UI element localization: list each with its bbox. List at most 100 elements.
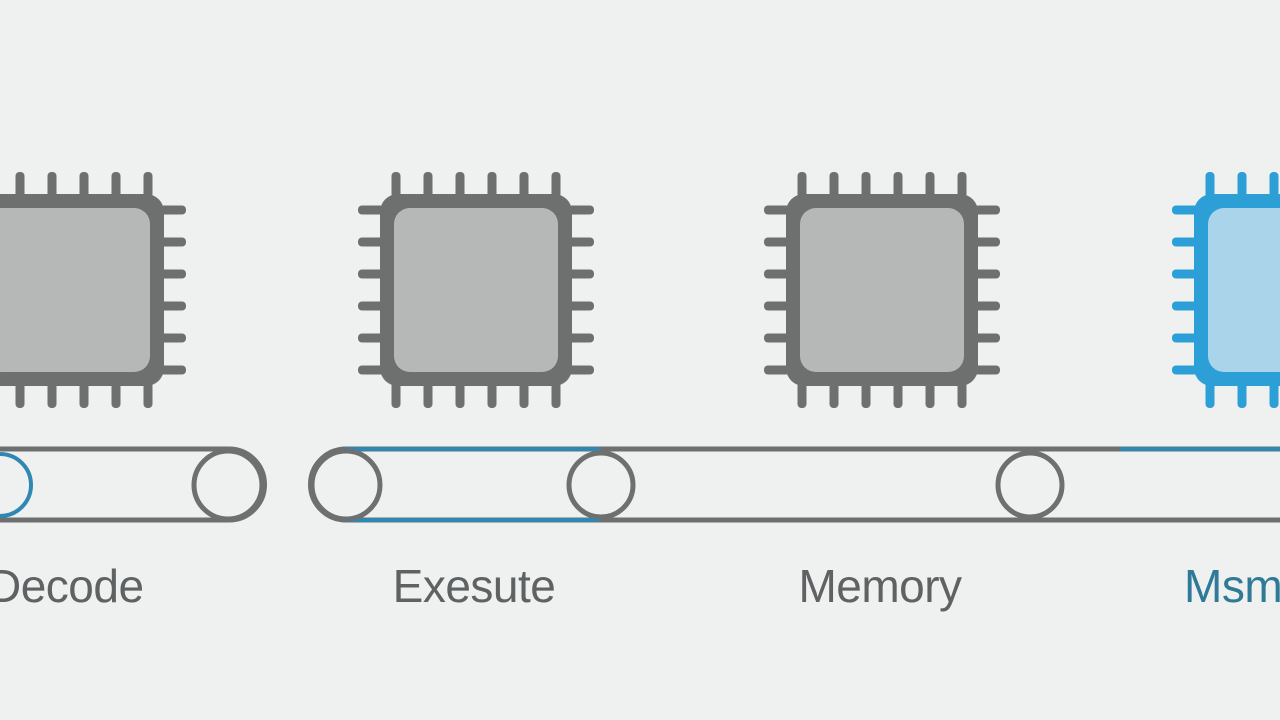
chip-pin	[111, 172, 121, 198]
chip-pin	[1172, 269, 1198, 279]
chip-core	[394, 208, 558, 372]
chip-pin	[47, 382, 57, 408]
chip-pin	[861, 172, 871, 198]
chip-pin	[925, 172, 935, 198]
chip-pin	[893, 382, 903, 408]
chip-pin	[358, 301, 384, 311]
chip-pin	[358, 333, 384, 343]
chip-pin	[893, 172, 903, 198]
chip-core	[800, 208, 964, 372]
chip-pin	[974, 365, 1000, 375]
chip-pin	[519, 382, 529, 408]
conveyor-track-left	[0, 446, 267, 523]
chip-pin	[487, 172, 497, 198]
track-belt	[308, 446, 1280, 523]
chip-pin	[79, 382, 89, 408]
chip-pin	[957, 382, 967, 408]
chip-pin	[423, 172, 433, 198]
chip-pin	[568, 205, 594, 215]
chip-icon-memory	[764, 172, 1000, 408]
chip-pin	[974, 269, 1000, 279]
chip-pin	[974, 301, 1000, 311]
chip-pin	[1237, 382, 1247, 408]
chip-pin	[455, 172, 465, 198]
chip-pin	[829, 382, 839, 408]
chip-pin	[925, 382, 935, 408]
chip-pin	[358, 205, 384, 215]
chip-pin	[160, 301, 186, 311]
chip-pin	[1172, 365, 1198, 375]
chip-pin	[568, 269, 594, 279]
chip-pin	[1172, 301, 1198, 311]
chip-pin	[1237, 172, 1247, 198]
stage-label-decode: Decode	[0, 560, 144, 612]
chip-pin	[47, 172, 57, 198]
chip-pin	[358, 365, 384, 375]
chip-icon-msm	[1172, 172, 1280, 408]
chip-pin	[568, 333, 594, 343]
stage-label-msm: Msm	[1184, 560, 1280, 612]
chip-pin	[764, 205, 790, 215]
chip-pin	[487, 382, 497, 408]
chip-pin	[974, 237, 1000, 247]
chip-pin	[1205, 382, 1215, 408]
track-roller	[566, 450, 636, 520]
chip-pin	[829, 172, 839, 198]
chip-core	[1208, 208, 1280, 372]
chip-pin	[455, 382, 465, 408]
chip-pin	[1269, 382, 1279, 408]
chip-pin	[358, 269, 384, 279]
chip-pin	[160, 269, 186, 279]
track-roller	[191, 448, 265, 522]
chip-pin	[143, 172, 153, 198]
chip-pin	[957, 172, 967, 198]
chip-pin	[1172, 237, 1198, 247]
chip-pin	[358, 237, 384, 247]
chip-pin	[160, 205, 186, 215]
chip-icon-decode	[0, 172, 186, 408]
chip-pin	[160, 333, 186, 343]
chip-pin	[15, 382, 25, 408]
chip-pin	[568, 365, 594, 375]
chip-pin	[551, 172, 561, 198]
chip-pin	[391, 172, 401, 198]
chip-pin	[568, 301, 594, 311]
chip-pin	[1269, 172, 1279, 198]
stage-label-execute: Exesute	[392, 560, 556, 612]
chip-icon-exesute	[358, 172, 594, 408]
chip-core	[0, 208, 150, 372]
chip-pin	[1172, 205, 1198, 215]
chip-pin	[111, 382, 121, 408]
chip-pin	[423, 382, 433, 408]
chip-pin	[764, 365, 790, 375]
chip-pin	[797, 172, 807, 198]
chip-pin	[764, 269, 790, 279]
chip-pin	[764, 237, 790, 247]
chip-pin	[764, 333, 790, 343]
stage-chips	[0, 172, 1280, 408]
chip-pin	[568, 237, 594, 247]
chip-pin	[1205, 172, 1215, 198]
chip-pin	[160, 237, 186, 247]
chip-pin	[974, 205, 1000, 215]
chip-pin	[551, 382, 561, 408]
chip-pin	[797, 382, 807, 408]
conveyor-tracks	[0, 446, 1280, 523]
chip-pin	[764, 301, 790, 311]
stage-label-memory: Memory	[798, 560, 962, 612]
chip-pin	[391, 382, 401, 408]
track-belt	[0, 446, 267, 523]
track-roller	[309, 448, 383, 522]
conveyor-track-main	[308, 446, 1280, 523]
chip-pin	[1172, 333, 1198, 343]
track-roller	[0, 452, 33, 518]
chip-pin	[519, 172, 529, 198]
track-roller	[995, 450, 1065, 520]
chip-pin	[861, 382, 871, 408]
chip-pin	[15, 172, 25, 198]
chip-pin	[974, 333, 1000, 343]
chip-pin	[79, 172, 89, 198]
chip-pin	[143, 382, 153, 408]
